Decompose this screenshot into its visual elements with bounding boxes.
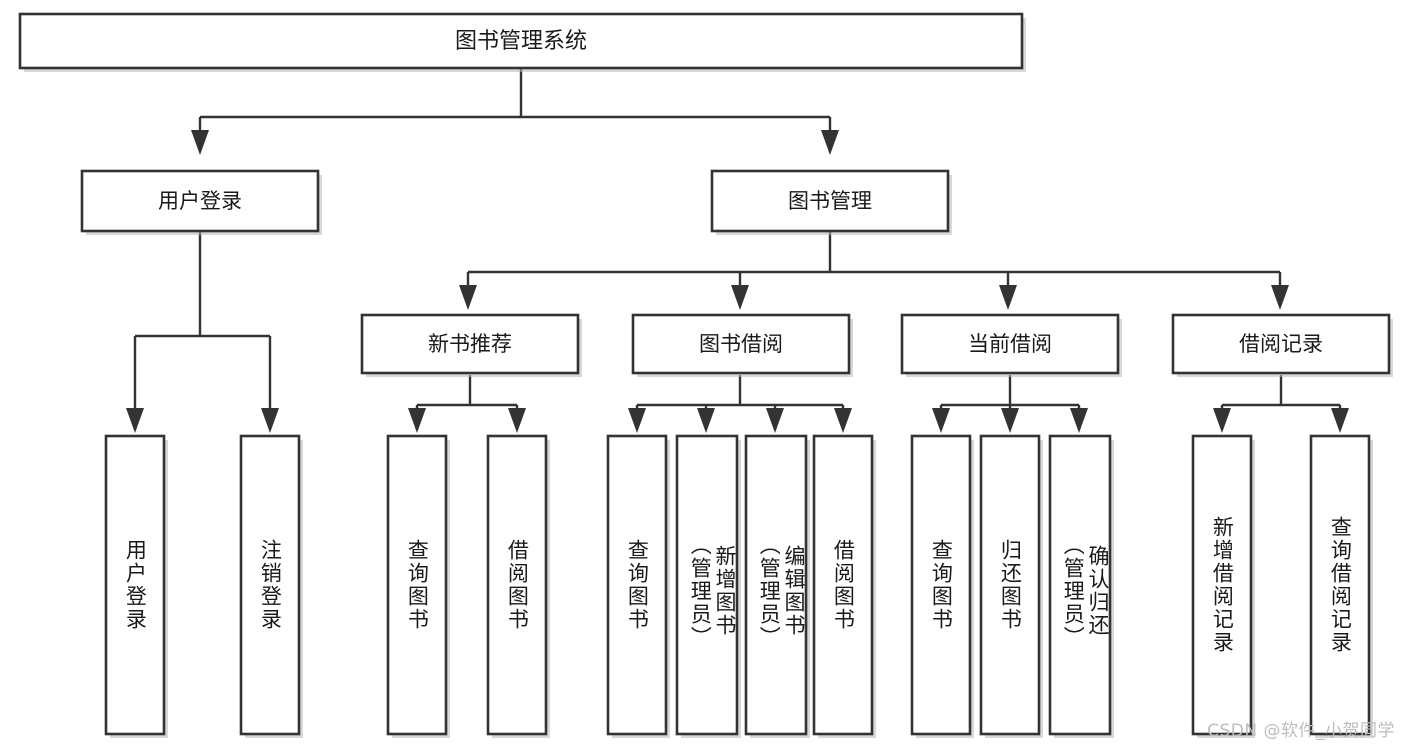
connector-group-user-login [126, 232, 279, 433]
arrow-br-leaf-1 [1213, 408, 1231, 433]
arrow-bm-to-book-borrow [731, 285, 749, 310]
arrow-cb-leaf-1 [932, 408, 950, 433]
node-user-login-box[interactable] [80, 169, 320, 233]
leaf-boxes-user-login [104, 434, 303, 738]
arrow-root-to-user-login [191, 130, 209, 155]
node-root[interactable]: 图书管理系统 [18, 12, 1026, 72]
leaf-box-book-borrow-2[interactable] [675, 434, 739, 736]
leaf-box-book-borrow-3[interactable] [744, 434, 808, 736]
leaf-box-borrow-record-2[interactable] [1309, 434, 1371, 736]
node-book-borrow[interactable]: 图书借阅 [631, 313, 853, 377]
node-borrow-record-box[interactable] [1171, 313, 1391, 375]
node-current-borrow[interactable]: 当前借阅 [900, 313, 1122, 377]
leaf-boxes-current-borrow [910, 434, 1114, 738]
leaf-boxes-book-borrow [606, 434, 876, 738]
leaf-boxes-borrow-record [1191, 434, 1373, 738]
node-new-book-label: 新书推荐 [428, 332, 512, 356]
node-borrow-record[interactable]: 借阅记录 [1171, 313, 1393, 377]
node-book-borrow-box[interactable] [631, 313, 851, 375]
arrow-bm-to-current-borrow [999, 285, 1017, 310]
arrow-bb-leaf-4 [834, 408, 852, 433]
node-root-label: 图书管理系统 [455, 29, 587, 54]
leaf-box-user-login-1[interactable] [104, 434, 166, 736]
arrow-user-login-leaf-2 [261, 408, 279, 433]
watermark-label: CSDN @软件_小贺同学 [1207, 721, 1395, 741]
node-borrow-record-label: 借阅记录 [1239, 332, 1323, 356]
node-user-login[interactable]: 用户登录 [80, 169, 322, 235]
arrow-bb-leaf-2 [697, 408, 715, 433]
leaf-box-user-login-2[interactable] [239, 434, 301, 736]
connector-group-root [191, 68, 839, 155]
arrow-nb-leaf-1 [408, 408, 426, 433]
leaf-box-borrow-record-1[interactable] [1191, 434, 1253, 736]
arrow-bb-leaf-3 [766, 408, 784, 433]
node-book-manage-box[interactable] [710, 169, 950, 233]
connector-group-borrow-record [1213, 375, 1349, 433]
arrow-bm-to-new-book [459, 285, 477, 310]
leaf-boxes-new-book [386, 434, 550, 738]
node-new-book-box[interactable] [360, 313, 580, 375]
arrow-bb-leaf-1 [628, 408, 646, 433]
node-new-book-recommend[interactable]: 新书推荐 [360, 313, 582, 377]
leaf-box-book-borrow-4[interactable] [812, 434, 874, 736]
leaf-box-new-book-2[interactable] [486, 434, 548, 736]
leaf-box-current-borrow-3[interactable] [1048, 434, 1112, 736]
node-current-borrow-label: 当前借阅 [968, 332, 1052, 356]
connector-group-new-book [408, 375, 526, 433]
connector-group-current-borrow [932, 375, 1088, 433]
arrow-br-leaf-2 [1331, 408, 1349, 433]
node-book-borrow-label: 图书借阅 [699, 332, 783, 356]
node-book-manage[interactable]: 图书管理 [710, 169, 952, 235]
arrow-root-to-book-manage [821, 130, 839, 155]
node-current-borrow-box[interactable] [900, 313, 1120, 375]
connector-group-book-borrow [628, 375, 852, 433]
arrow-nb-leaf-2 [508, 408, 526, 433]
leaf-box-book-borrow-1[interactable] [606, 434, 668, 736]
leaf-box-new-book-1[interactable] [386, 434, 448, 736]
leaf-box-current-borrow-2[interactable] [979, 434, 1041, 736]
arrow-cb-leaf-3 [1070, 408, 1088, 433]
connector-group-book-manage [459, 232, 1289, 310]
node-book-manage-label: 图书管理 [788, 189, 872, 213]
arrow-bm-to-borrow-record [1271, 285, 1289, 310]
arrow-user-login-leaf-1 [126, 408, 144, 433]
node-root-box[interactable] [18, 12, 1024, 70]
arrow-cb-leaf-2 [1001, 408, 1019, 433]
node-user-login-label: 用户登录 [158, 189, 242, 213]
leaf-box-current-borrow-1[interactable] [910, 434, 972, 736]
